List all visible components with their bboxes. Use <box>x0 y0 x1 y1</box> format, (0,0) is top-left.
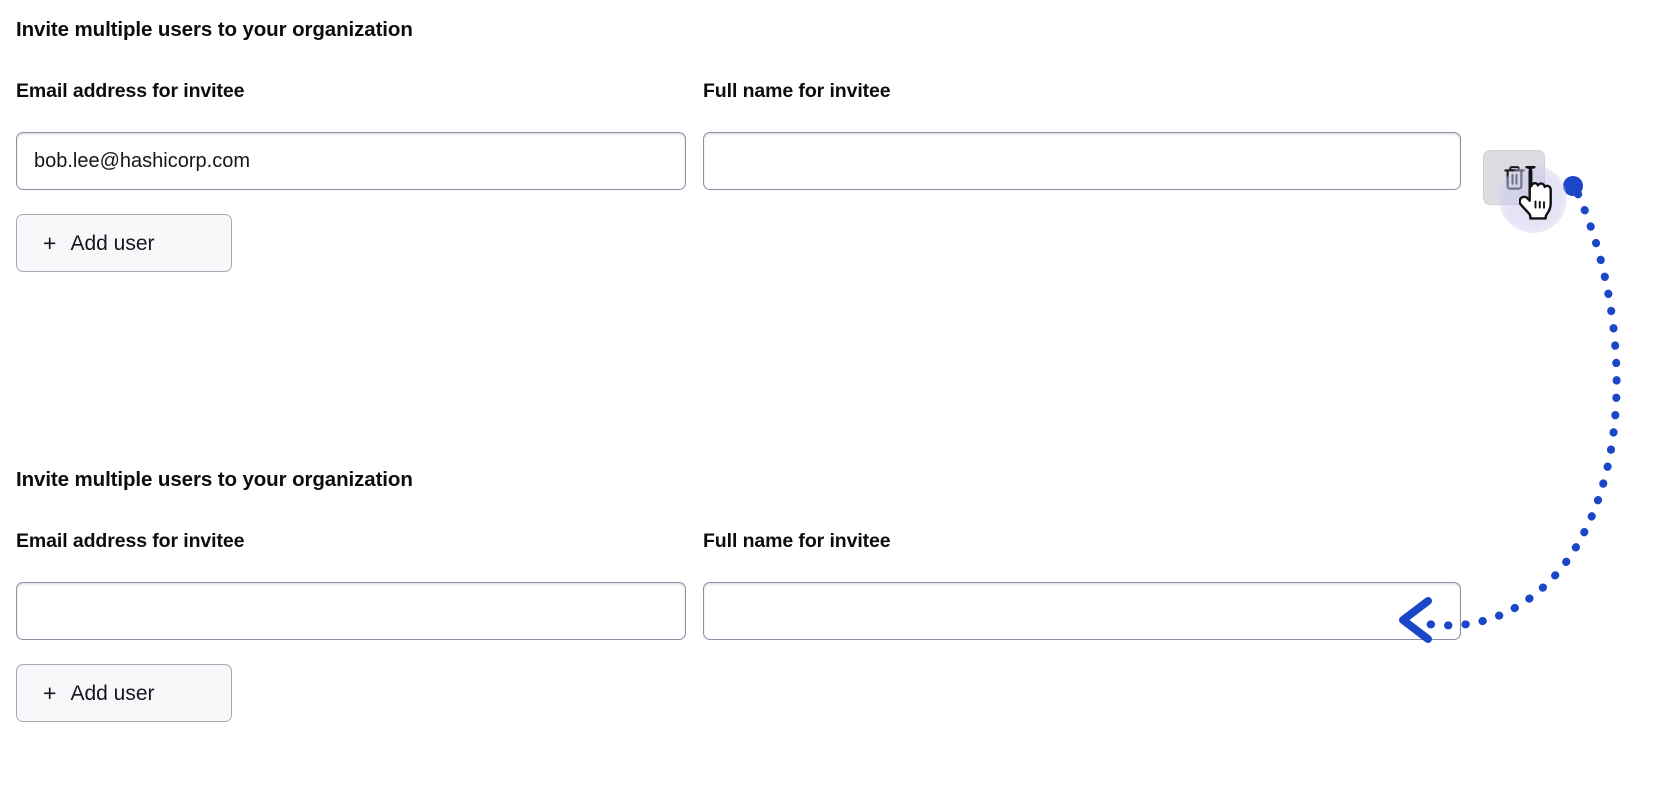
add-user-button-label: Add user <box>70 231 155 255</box>
full-name-field-label: Full name for invitee <box>703 530 891 552</box>
arrow-start-dot <box>1563 176 1583 196</box>
section-heading: Invite multiple users to your organizati… <box>16 468 413 491</box>
plus-icon: + <box>43 229 57 256</box>
plus-icon: + <box>43 679 57 706</box>
add-user-button-label: Add user <box>70 681 155 705</box>
trash-icon <box>1502 164 1527 191</box>
add-user-button[interactable]: + Add user <box>16 664 232 722</box>
add-user-button[interactable]: + Add user <box>16 214 232 272</box>
email-field-label: Email address for invitee <box>16 530 245 552</box>
annotation-arrow <box>1399 176 1621 643</box>
full-name-field-label: Full name for invitee <box>703 80 891 102</box>
full-name-input[interactable] <box>703 132 1461 190</box>
arrow-dotted-path <box>1412 190 1621 630</box>
full-name-input[interactable] <box>703 582 1461 640</box>
email-field-label: Email address for invitee <box>16 80 245 102</box>
section-heading: Invite multiple users to your organizati… <box>16 18 413 41</box>
email-input[interactable] <box>16 132 686 190</box>
delete-row-button[interactable] <box>1483 150 1545 205</box>
email-input[interactable] <box>16 582 686 640</box>
